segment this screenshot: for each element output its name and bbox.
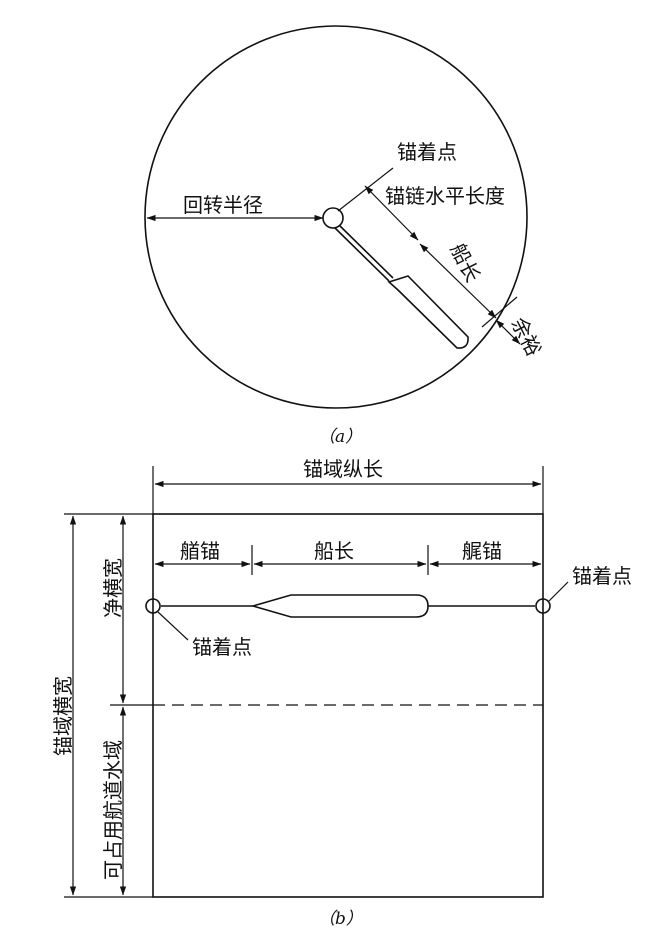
anchorage-width-label: 锚域横宽 (51, 676, 75, 756)
anchor-point-left-pointer (157, 611, 189, 641)
chain-length-arrow (364, 185, 419, 241)
diagram-b: 锚域纵长 艏锚 船长 艉锚 锚着点 锚着点 净横宽 (51, 457, 632, 929)
stern-anchor-label: 艉锚 (462, 539, 502, 563)
bow-anchor-label: 艏锚 (180, 539, 220, 563)
diagram-a: 回转半径 锚着点 锚链水平长度 船长 余裕 （a） (144, 25, 546, 447)
anchor-point-marker (322, 207, 344, 229)
turning-radius-label: 回转半径 (183, 193, 263, 217)
swing-circle (144, 25, 528, 409)
anchor-point-right-marker (535, 598, 551, 614)
anchor-point-right-label: 锚着点 (572, 564, 632, 588)
ship-length-label-b: 船长 (314, 539, 354, 563)
chain-length-label: 锚链水平长度 (385, 184, 505, 208)
caption-a: （a） (318, 427, 362, 447)
clear-width-label: 净横宽 (101, 558, 125, 618)
ship-length-arrow (419, 243, 497, 319)
ship-hull-b (250, 594, 429, 618)
margin-arrow (495, 319, 521, 345)
anchor-point-label: 锚着点 (397, 140, 457, 164)
anchor-point-left-marker (145, 598, 161, 614)
caption-b: （b） (318, 909, 363, 929)
margin-tick (481, 296, 518, 328)
anchor-point-right-pointer (548, 581, 569, 602)
chain-line-upper (339, 225, 394, 279)
ship-length-label-a: 船长 (446, 239, 486, 286)
usable-water-label: 可占用航道水域 (101, 740, 125, 880)
chain-line-lower (334, 227, 390, 282)
anchorage-length-label: 锚域纵长 (303, 457, 383, 481)
anchor-point-left-label: 锚着点 (192, 635, 252, 659)
ship-hull (387, 275, 469, 349)
